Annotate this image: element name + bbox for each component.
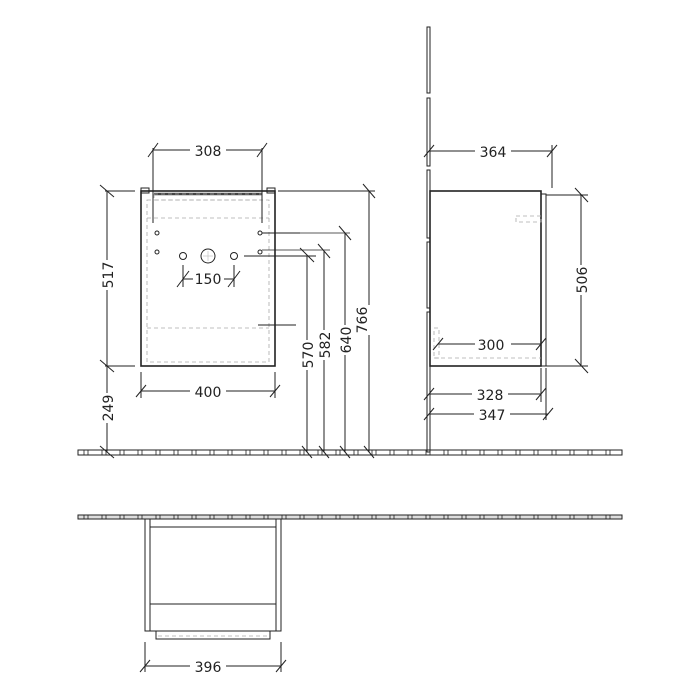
dim-label-328: 328 [477,388,504,404]
dim-label-766: 766 [355,307,371,334]
drain-hole [200,248,216,264]
dim-640: 640 [337,225,355,459]
dim-249: 249 [99,366,117,459]
pipe-hole-left [179,252,187,260]
dim-328: 328 [423,368,547,420]
front-view-cabinet [140,187,350,367]
dim-766: 766 [278,183,377,459]
dim-label-347: 347 [479,408,506,424]
dim-308: 308 [147,142,268,223]
dim-582: 582 [316,243,334,459]
dim-517: 517 [99,184,135,373]
dim-300: 300 [432,336,547,354]
dim-label-364: 364 [480,145,507,161]
dim-347: 347 [423,406,554,424]
dim-label-400: 400 [195,385,222,401]
wall-line-top-view [77,514,623,520]
floor-line [77,449,623,456]
dim-150: 150 [176,265,241,288]
dim-label-506: 506 [575,267,591,294]
dim-label-300: 300 [478,338,505,354]
dim-364: 364 [423,143,558,188]
dim-label-150: 150 [195,272,222,288]
pipe-hole-right [230,252,238,260]
dim-570: 570 [299,247,317,459]
dim-506: 506 [546,187,591,374]
dim-label-396: 396 [195,660,222,676]
dim-label-249: 249 [101,395,117,422]
side-view-cabinet [429,190,547,367]
top-view-cabinet [144,518,282,640]
dim-400: 400 [135,372,281,401]
dim-label-517: 517 [101,262,117,289]
dim-label-582: 582 [318,332,334,359]
dim-label-570: 570 [301,342,317,369]
dim-label-308: 308 [195,144,222,160]
dim-396: 396 [139,642,287,676]
side-view-wall [426,26,431,453]
dim-label-640: 640 [339,327,355,354]
